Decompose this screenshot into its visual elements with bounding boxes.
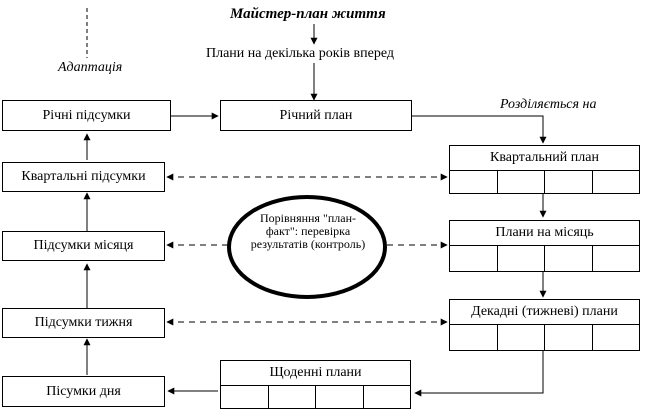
master-plan-title: Майстер-план життя: [230, 6, 386, 22]
monthly-plans-title: Плани на місяць: [450, 221, 639, 246]
arrow-decade-to-daily: [414, 351, 544, 397]
decade-plans-title: Декадні (тижневі) плани: [450, 300, 639, 325]
comparison-text: Порівняння "план-факт": перевірка резуль…: [250, 211, 366, 251]
splits-into-label: Розділяється на: [500, 97, 597, 112]
annual-plan-box: Річний план: [220, 100, 412, 131]
adaptation-label: Адаптація: [58, 60, 123, 75]
monthly-plans-cells: [450, 246, 639, 271]
decade-plans-cells: [450, 325, 639, 350]
decade-plans-box: Декадні (тижневі) плани: [449, 299, 640, 351]
quarterly-plan-title: Квартальний план: [450, 146, 639, 171]
multi-year-plans-label: Плани на декілька років вперед: [206, 46, 394, 61]
weekly-results-box: Підсумки тижня: [2, 308, 165, 338]
quarterly-plan-cells: [450, 171, 639, 193]
quarterly-plan-box: Квартальний план: [449, 145, 640, 194]
daily-plans-box: Щоденні плани: [220, 360, 411, 409]
comparison-ellipse: [227, 195, 387, 299]
daily-plans-title: Щоденні плани: [221, 361, 410, 386]
quarterly-results-box: Квартальні підсумки: [2, 162, 165, 192]
monthly-results-box: Підсумки місяця: [2, 231, 165, 261]
arrow-annual-to-quarterly: [412, 115, 547, 144]
monthly-plans-box: Плани на місяць: [449, 220, 640, 272]
daily-plans-cells: [221, 386, 410, 408]
daily-results-box: Пісумки дня: [2, 376, 165, 407]
annual-results-box: Річні підсумки: [2, 100, 171, 131]
